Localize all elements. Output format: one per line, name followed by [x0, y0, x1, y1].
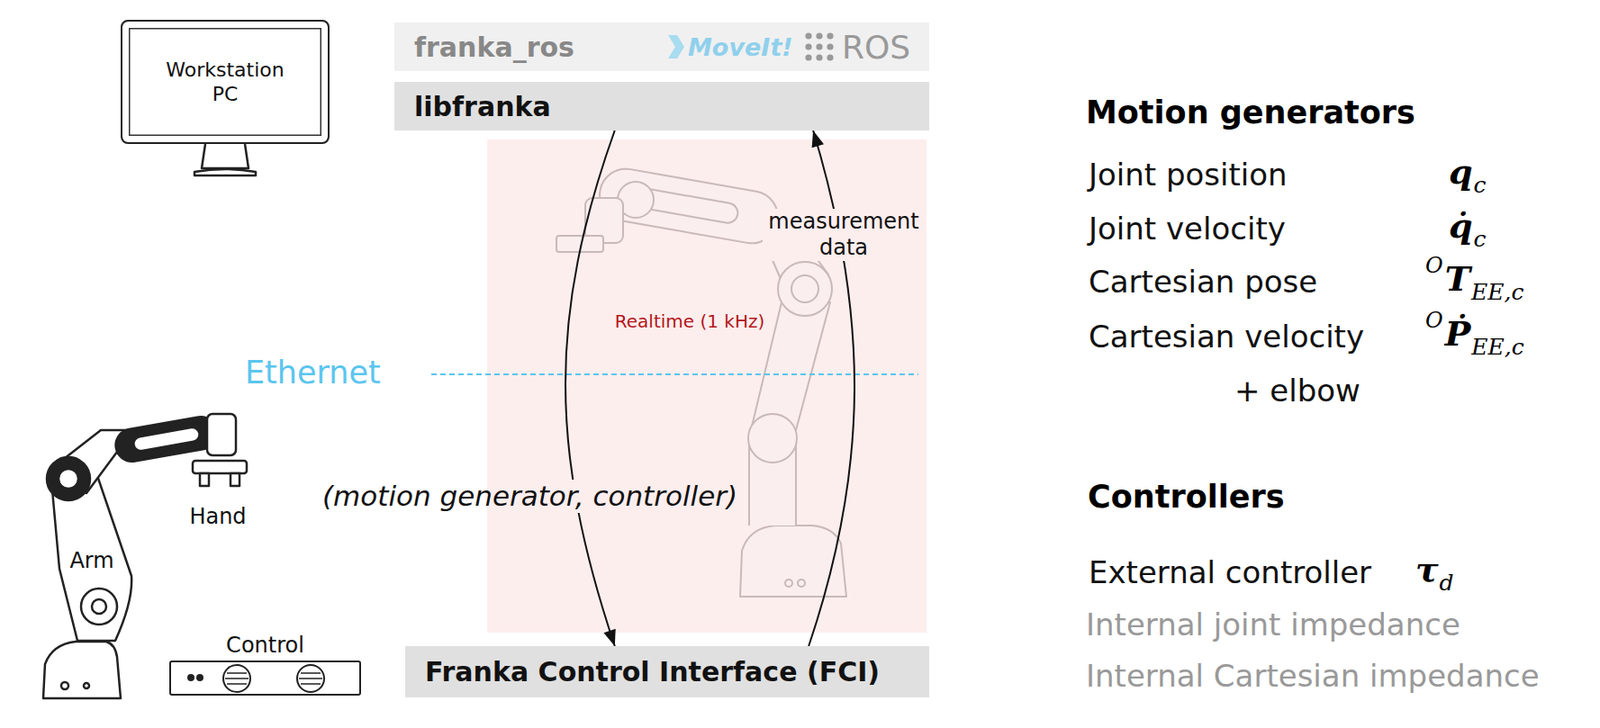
monitor-neck	[201, 144, 249, 169]
edge-label: measurement data	[762, 208, 925, 262]
arm-detail	[83, 683, 90, 689]
arm-joint	[46, 457, 91, 501]
logo-text: MoveIt!	[687, 33, 794, 62]
math-subscript: c	[1473, 171, 1487, 199]
led	[197, 675, 203, 681]
robot-detail	[797, 579, 805, 588]
ros-dot	[826, 32, 833, 39]
arm-forearm	[113, 414, 221, 464]
math-superscript: O	[1425, 307, 1444, 335]
math-subscript: EE,c	[1471, 334, 1524, 362]
arm-wrist	[207, 414, 236, 456]
mode-name-disabled: Internal joint impedance	[1085, 606, 1461, 644]
robot-joint	[791, 275, 819, 303]
arrow-line	[565, 130, 615, 647]
robot-base	[740, 525, 847, 597]
robot-joint	[777, 262, 832, 317]
ros-dot	[804, 32, 812, 39]
arm-detail	[61, 682, 69, 690]
robot-detail	[785, 579, 793, 588]
arrow-head	[603, 629, 615, 647]
hand-body	[192, 461, 247, 474]
software-layer: franka_ros MoveIt! ROS	[394, 22, 930, 72]
math-superscript: O	[1425, 253, 1444, 280]
math-symbol: τ	[1415, 549, 1439, 591]
layer-name: franka_ros	[414, 31, 575, 64]
arm-joint	[58, 469, 79, 489]
arm-joint	[81, 588, 118, 625]
robot-joint	[748, 414, 797, 463]
ros-dots	[804, 32, 833, 61]
math-subscript: d	[1439, 569, 1455, 597]
mode-name: Cartesian pose	[1088, 263, 1318, 301]
arrow-line	[808, 130, 855, 647]
logo-text: ROS	[841, 28, 911, 66]
math-symbol: Ṗ	[1445, 313, 1472, 355]
monitor-stand	[194, 144, 256, 176]
math-subscript: EE,c	[1471, 279, 1524, 307]
section-heading: Controllers	[1087, 478, 1285, 516]
arrow-head	[812, 130, 824, 148]
ros-dot	[815, 43, 823, 50]
ethernet-line	[431, 373, 919, 376]
math-symbol: q̇	[1448, 205, 1474, 247]
section-heading: Motion generators	[1085, 93, 1416, 132]
data-flow-arrow	[565, 130, 616, 647]
interface-layer: Franka Control Interface (FCI)	[405, 646, 930, 698]
edge-label: (motion generator, controller)	[322, 479, 738, 514]
control-unit-detail	[188, 665, 325, 693]
mode-name: Cartesian velocity	[1088, 318, 1365, 356]
mode-note: + elbow	[1234, 372, 1361, 410]
monitor-label: Workstation PC	[157, 57, 293, 107]
led	[188, 675, 194, 681]
ros-dot	[815, 32, 823, 39]
math-symbol: q	[1448, 151, 1474, 193]
rate-label: Realtime (1 kHz)	[614, 310, 765, 333]
robot-arm	[43, 414, 247, 699]
realtime-zone	[487, 139, 927, 633]
arm-forearm-shell	[113, 414, 221, 464]
mode-name: Joint position	[1088, 156, 1288, 194]
monitor-foot	[194, 169, 256, 176]
fan-grille	[225, 673, 323, 685]
data-flow-arrow	[808, 130, 855, 647]
logo-marks	[664, 22, 935, 72]
network-label: Ethernet	[244, 353, 381, 392]
ros-dot	[826, 43, 833, 50]
hand-finger	[230, 473, 240, 487]
ros-dot	[804, 43, 812, 50]
layer-name: Franka Control Interface (FCI)	[424, 656, 880, 688]
ros-dot	[804, 54, 812, 61]
mode-name: External controller	[1088, 554, 1372, 592]
control-label: Control	[225, 632, 305, 660]
mode-name: Joint velocity	[1088, 210, 1286, 248]
layer-name: libfranka	[414, 90, 552, 123]
hand-finger	[199, 473, 209, 487]
part-label: Hand	[189, 504, 246, 531]
arm-joint	[91, 599, 107, 615]
library-layer: libfranka	[394, 81, 930, 131]
ros-dot	[815, 54, 823, 61]
ros-dot	[826, 54, 833, 61]
control-unit: Control	[169, 660, 362, 697]
part-label: Arm	[69, 548, 114, 575]
math-symbol: T	[1445, 258, 1471, 300]
mode-name-disabled: Internal Cartesian impedance	[1085, 658, 1540, 696]
math-subscript: c	[1473, 225, 1487, 254]
arm-base	[43, 641, 121, 699]
arm-forearm-slot	[132, 426, 201, 453]
workstation-monitor: Workstation PC	[120, 19, 330, 145]
